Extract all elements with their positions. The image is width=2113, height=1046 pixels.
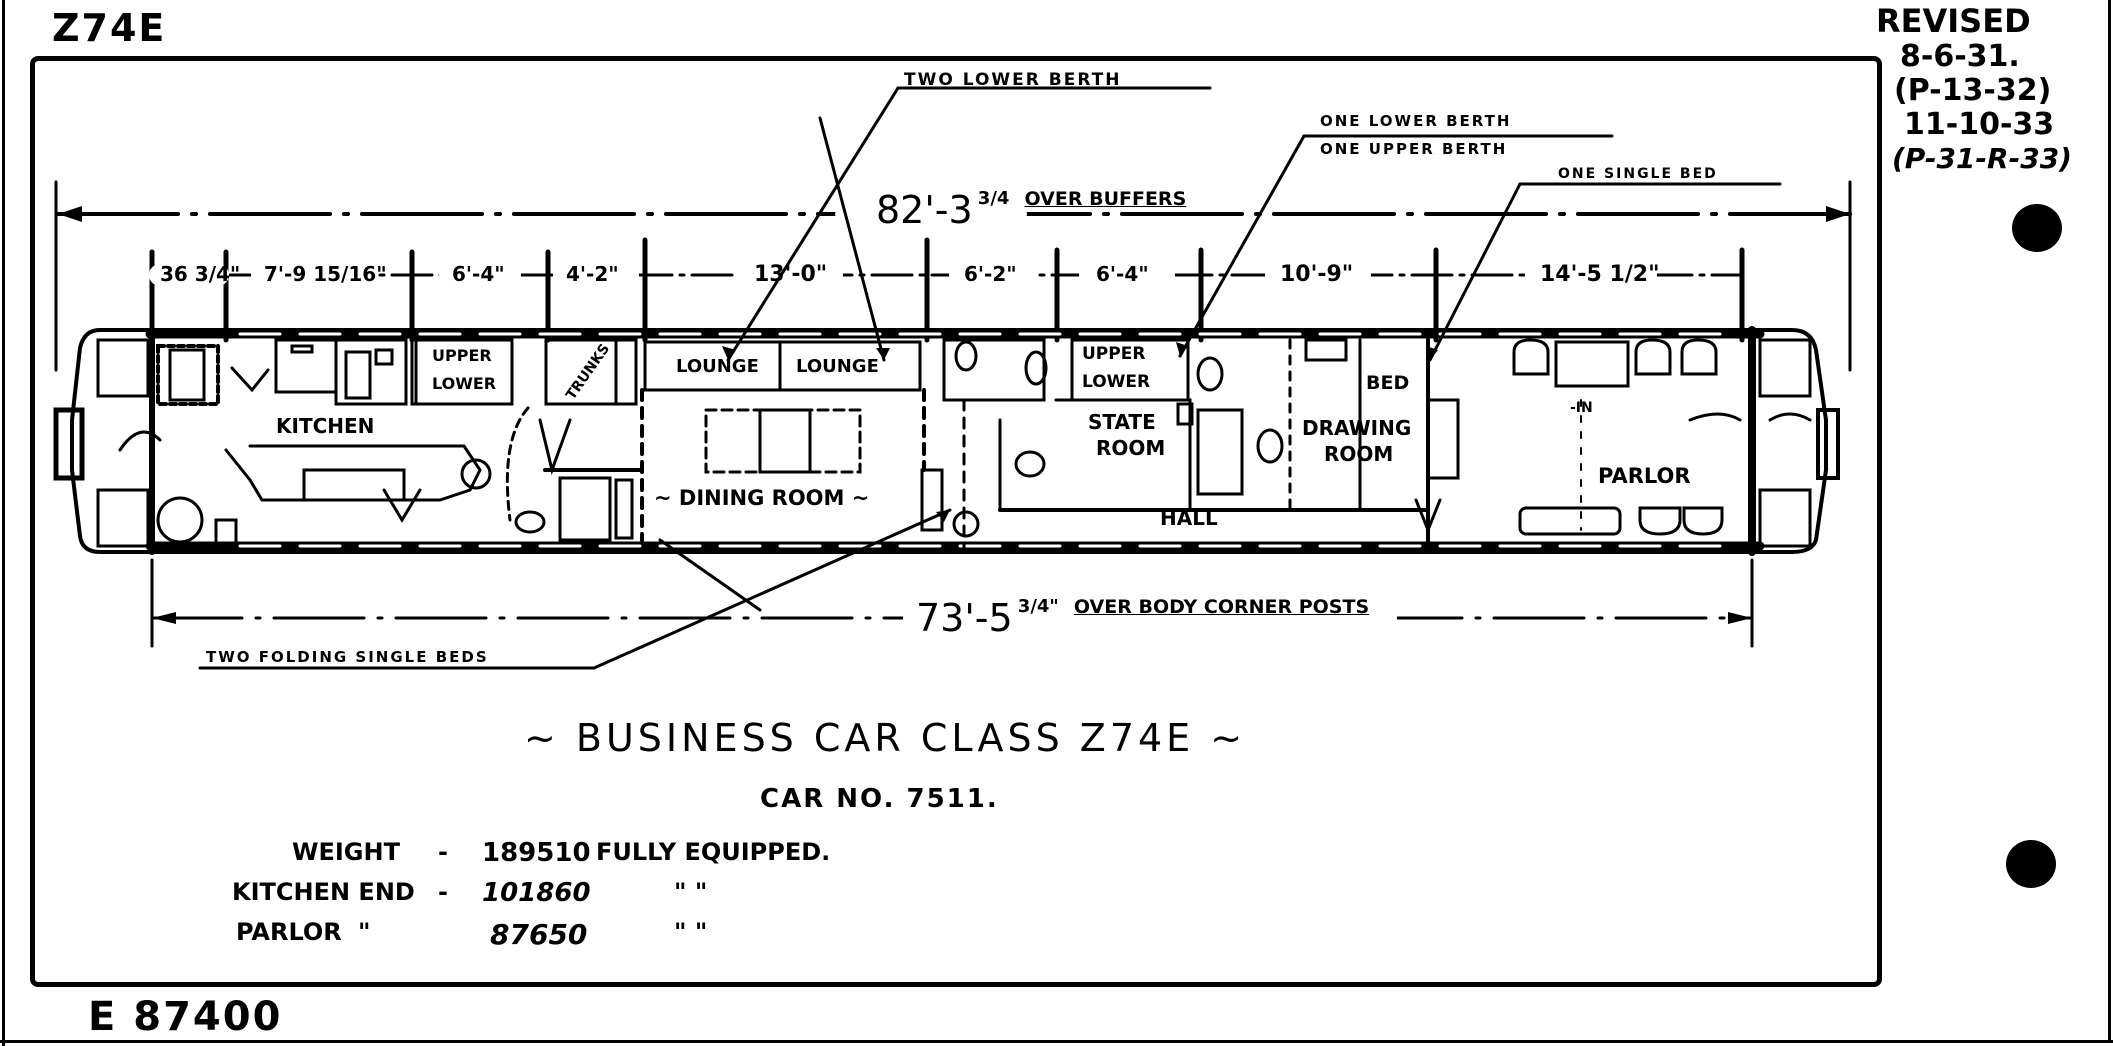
room-label-drawing-room: DRAWING (1302, 416, 1412, 440)
weight-label: PARLOR (236, 918, 342, 946)
weight-value: 87650 (490, 918, 588, 951)
car-number: CAR NO. 7511. (760, 784, 999, 814)
room-label-dining-room: ~ DINING ROOM ~ (654, 486, 870, 510)
revision-entry: (P-31-R-33) (1892, 142, 2072, 175)
revisions-title: REVISED (1876, 2, 2031, 40)
segment-dimension: 6'-4" (452, 262, 505, 286)
revision-entry: 8-6-31. (1900, 39, 2020, 74)
callout-one-lower-berth: ONE LOWER BERTH (1320, 112, 1512, 130)
overall-dimension-fraction: 3/4 (977, 188, 1010, 209)
parlor-mark: -IN (1570, 400, 1593, 416)
room-label-lounge: LOUNGE (676, 356, 759, 377)
callout-two-lower-berth: TWO LOWER BERTH (904, 70, 1122, 90)
callout-one-upper-berth: ONE UPPER BERTH (1320, 140, 1508, 158)
room-label-state-room: STATE (1088, 410, 1156, 434)
drawing-frame (30, 56, 1882, 987)
room-label-parlor: PARLOR (1598, 464, 1691, 488)
segment-dimension: 7'-9 15/16" (264, 262, 387, 286)
revisions-block: REVISED 8-6-31. (P-13-32) 11-10-33 (P-31… (1876, 2, 2106, 176)
class-code: Z74E (52, 6, 167, 50)
weight-sep: " (358, 918, 371, 946)
weight-label: KITCHEN END (232, 878, 415, 906)
room-label-lower: LOWER (1082, 372, 1151, 392)
drawing-number: E 87400 (88, 994, 283, 1040)
overall-dimension: 82'-3 3/4 OVER BUFFERS (876, 188, 1186, 232)
segment-dimension: 4'-2" (566, 262, 619, 286)
callout-one-single-bed: ONE SINGLE BED (1558, 166, 1718, 182)
room-label-bed: BED (1366, 372, 1410, 394)
body-dimension: 73'-5 3/4" OVER BODY CORNER POSTS (916, 596, 1369, 640)
room-label-kitchen: KITCHEN (276, 414, 375, 438)
weight-sep: - (438, 838, 448, 866)
weight-note: " " (674, 878, 708, 906)
scan-edge-bottom (0, 1040, 2113, 1043)
segment-dimension: 13'-0" (754, 262, 828, 287)
segment-dimension: 14'-5 1/2" (1540, 262, 1660, 287)
weight-note: FULLY EQUIPPED. (596, 838, 831, 866)
body-dimension-label: OVER BODY CORNER POSTS (1073, 596, 1370, 618)
weight-sep: - (438, 878, 448, 906)
revision-entry: (P-13-32) (1894, 73, 2052, 108)
room-label-drawing-room: ROOM (1324, 442, 1394, 466)
room-label-upper: UPPER (432, 346, 492, 365)
overall-dimension-value: 82'-3 (876, 188, 973, 232)
weight-note: " " (674, 918, 708, 946)
room-label-lower: LOWER (432, 374, 497, 393)
drawing-title: ~ BUSINESS CAR CLASS Z74E ~ (524, 716, 1247, 760)
weight-value: 189510 (482, 838, 591, 868)
weight-value: 101860 (482, 878, 591, 908)
segment-dimension: 6'-4" (1096, 262, 1149, 286)
body-dimension-value: 73'-5 (916, 596, 1013, 640)
room-label-hall: HALL (1160, 506, 1218, 530)
revision-entry: 11-10-33 (1904, 107, 2055, 142)
overall-dimension-label: OVER BUFFERS (1024, 188, 1187, 210)
segment-dimension: 36 3/4" (160, 262, 241, 286)
scan-edge-right (2108, 0, 2111, 1040)
punch-hole-icon (2006, 840, 2056, 888)
segment-dimension: 10'-9" (1280, 262, 1354, 287)
weight-label: WEIGHT (292, 838, 400, 866)
room-label-upper: UPPER (1082, 344, 1146, 364)
room-label-lounge: LOUNGE (796, 356, 879, 377)
room-label-state-room: ROOM (1096, 436, 1166, 460)
scan-edge-left (2, 0, 5, 1046)
segment-dimension: 6'-2" (964, 262, 1017, 286)
callout-two-folding-single-beds: TWO FOLDING SINGLE BEDS (206, 648, 489, 666)
punch-hole-icon (2012, 204, 2062, 252)
body-dimension-fraction: 3/4" (1017, 596, 1059, 617)
